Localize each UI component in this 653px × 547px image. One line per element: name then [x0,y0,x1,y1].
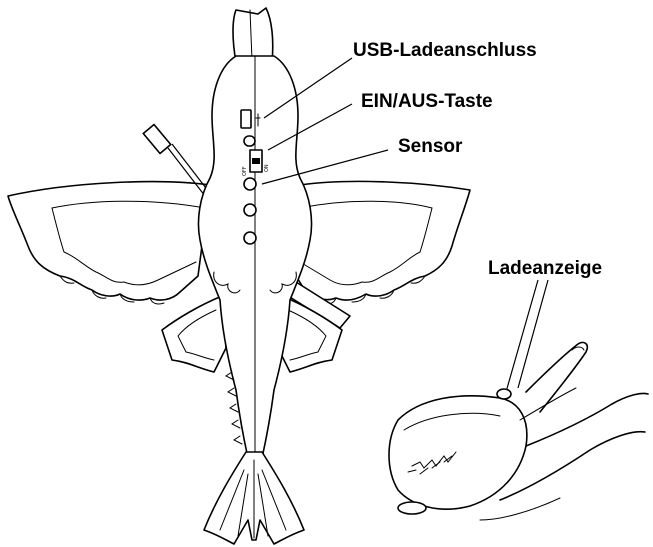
sensor-circle [244,232,256,244]
dragon-body [198,56,311,458]
head-crest [233,8,273,62]
right-wing [296,181,470,304]
sensor-label: Sensor [398,136,463,157]
power-button-label: EIN/AUS-Taste [361,91,493,112]
left-wing [8,182,210,304]
sensors [244,178,256,244]
charge-indicator-led [497,389,511,399]
switch-on-mark: ON [264,164,270,172]
charge-indicator-label: Ladeanzeige [488,258,602,279]
usb-port-label: USB-Ladeanschluss [353,40,537,61]
switch-knob [252,158,260,164]
sensor-circle [244,178,256,190]
sensor-circle [244,204,256,216]
switch-off-mark: OFF [242,166,248,176]
tail-fin [204,452,304,544]
remote-in-hand [389,342,648,520]
